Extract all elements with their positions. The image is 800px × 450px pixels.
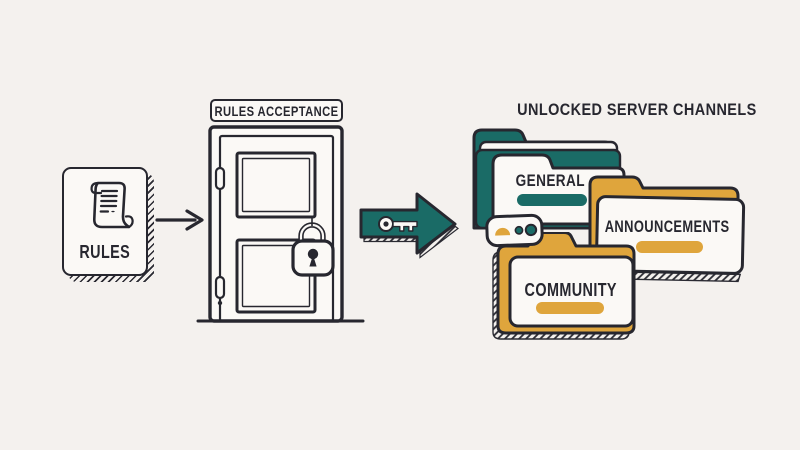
reaction-ring-icon bbox=[524, 223, 538, 237]
door-label-text: RULES ACCEPTANCE bbox=[214, 102, 339, 119]
folder-community-label: COMMUNITY bbox=[516, 279, 626, 301]
folder-announcements-label: ANNOUNCEMENTS bbox=[600, 217, 735, 237]
reaction-dome-icon bbox=[495, 227, 511, 236]
folder-general-label: GENERAL bbox=[505, 170, 595, 191]
channels-title-text: UNLOCKED SERVER CHANNELS bbox=[517, 100, 757, 119]
folder-announcements-underline bbox=[636, 241, 703, 253]
folder-community-label-text: COMMUNITY bbox=[524, 279, 618, 300]
door-label-box: RULES ACCEPTANCE bbox=[210, 99, 343, 122]
door-illustration bbox=[196, 125, 365, 323]
door-hinge-top bbox=[214, 166, 226, 191]
key-icon bbox=[378, 216, 418, 232]
channels-title: UNLOCKED SERVER CHANNELS bbox=[496, 100, 756, 120]
folder-general-underline bbox=[517, 194, 587, 206]
door-hinge-bottom bbox=[214, 275, 226, 300]
scroll-icon bbox=[90, 181, 134, 229]
arrow-right-icon bbox=[155, 209, 204, 231]
rules-card-label-text: RULES bbox=[79, 242, 131, 262]
folder-community-underline bbox=[536, 302, 604, 314]
padlock-icon bbox=[291, 218, 335, 277]
rules-card-label: RULES bbox=[64, 242, 146, 263]
key-arrow bbox=[359, 192, 459, 259]
folder-announcements-label-text: ANNOUNCEMENTS bbox=[605, 217, 730, 236]
rules-card: RULES bbox=[62, 167, 148, 276]
folder-general bbox=[472, 128, 626, 230]
reaction-dot-icon bbox=[514, 225, 524, 235]
folder-general-label-text: GENERAL bbox=[515, 170, 585, 190]
reactions-pill bbox=[485, 213, 544, 248]
